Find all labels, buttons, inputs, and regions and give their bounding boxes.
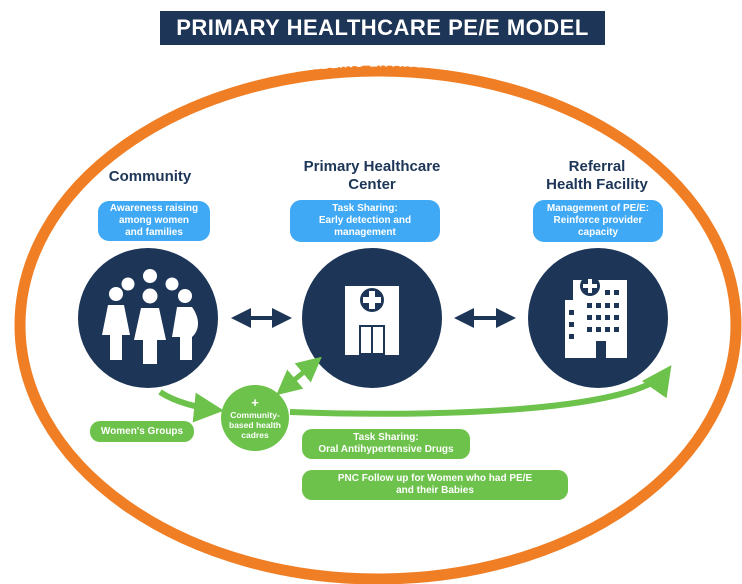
hospital-building-icon xyxy=(565,276,627,358)
health-center-icon xyxy=(345,286,399,355)
referral-pill: Management of PE/E: Reinforce provider c… xyxy=(533,200,663,242)
community-pill: Awareness raising among women and famili… xyxy=(98,201,210,241)
arrow-cadre-to-referral xyxy=(289,365,672,417)
referral-pill-line-1: Management of PE/E: xyxy=(546,203,650,214)
community-health-cadres-node: + Community- based health cadres xyxy=(221,385,289,451)
referral-heading: Referral Health Facility xyxy=(532,158,662,194)
enabling-environment-label: ENABLING ENVIRONMENT xyxy=(289,54,475,75)
community-heading: Community xyxy=(95,168,205,186)
enabling-environment-ellipse xyxy=(14,65,742,584)
women-group-icon xyxy=(102,269,198,364)
phc-heading-line-1: Primary Healthcare xyxy=(303,158,441,175)
task-sharing-drugs-box: Task Sharing: Oral Antihypertensive Drug… xyxy=(302,429,470,459)
phc-heading: Primary Healthcare Center xyxy=(297,158,447,194)
task-sharing-drugs-line-1: Task Sharing: xyxy=(353,432,419,443)
pnc-followup-line-2: and their Babies xyxy=(396,485,474,496)
cadre-line-1: Community- xyxy=(230,410,280,420)
task-sharing-drugs-line-2: Oral Antihypertensive Drugs xyxy=(318,444,454,455)
pnc-followup-box: PNC Follow up for Women who had PE/E and… xyxy=(302,470,568,500)
phc-pill-line-2: Early detection and xyxy=(318,215,412,226)
referral-pill-line-3: capacity xyxy=(577,227,619,238)
womens-groups-box: Women's Groups xyxy=(90,421,194,442)
community-pill-line-3: and families xyxy=(125,227,183,238)
phc-heading-line-2: Center xyxy=(348,176,396,193)
phc-pill: Task Sharing: Early detection and manage… xyxy=(290,200,440,242)
cadre-line-2: based health xyxy=(229,420,281,430)
referral-heading-line-1: Referral xyxy=(568,158,626,175)
referral-pill-line-2: Reinforce provider xyxy=(553,215,643,226)
community-pill-line-1: Awareness raising xyxy=(109,203,199,214)
cadre-line-3: cadres xyxy=(241,430,269,440)
phc-pill-line-1: Task Sharing: xyxy=(332,203,398,214)
community-heading-text: Community xyxy=(108,168,192,185)
plus-icon: + xyxy=(251,395,259,410)
arrow-community-to-cadre xyxy=(158,389,224,423)
community-pill-line-2: among women xyxy=(118,215,189,226)
page-title: PRIMARY HEALTHCARE PE/E MODEL xyxy=(160,11,605,45)
phc-pill-line-3: management xyxy=(334,227,396,238)
arrow-cadre-phc xyxy=(276,356,322,396)
womens-groups-label: Women's Groups xyxy=(100,425,184,437)
referral-heading-line-2: Health Facility xyxy=(546,176,648,193)
pnc-followup-line-1: PNC Follow up for Women who had PE/E xyxy=(337,473,533,484)
